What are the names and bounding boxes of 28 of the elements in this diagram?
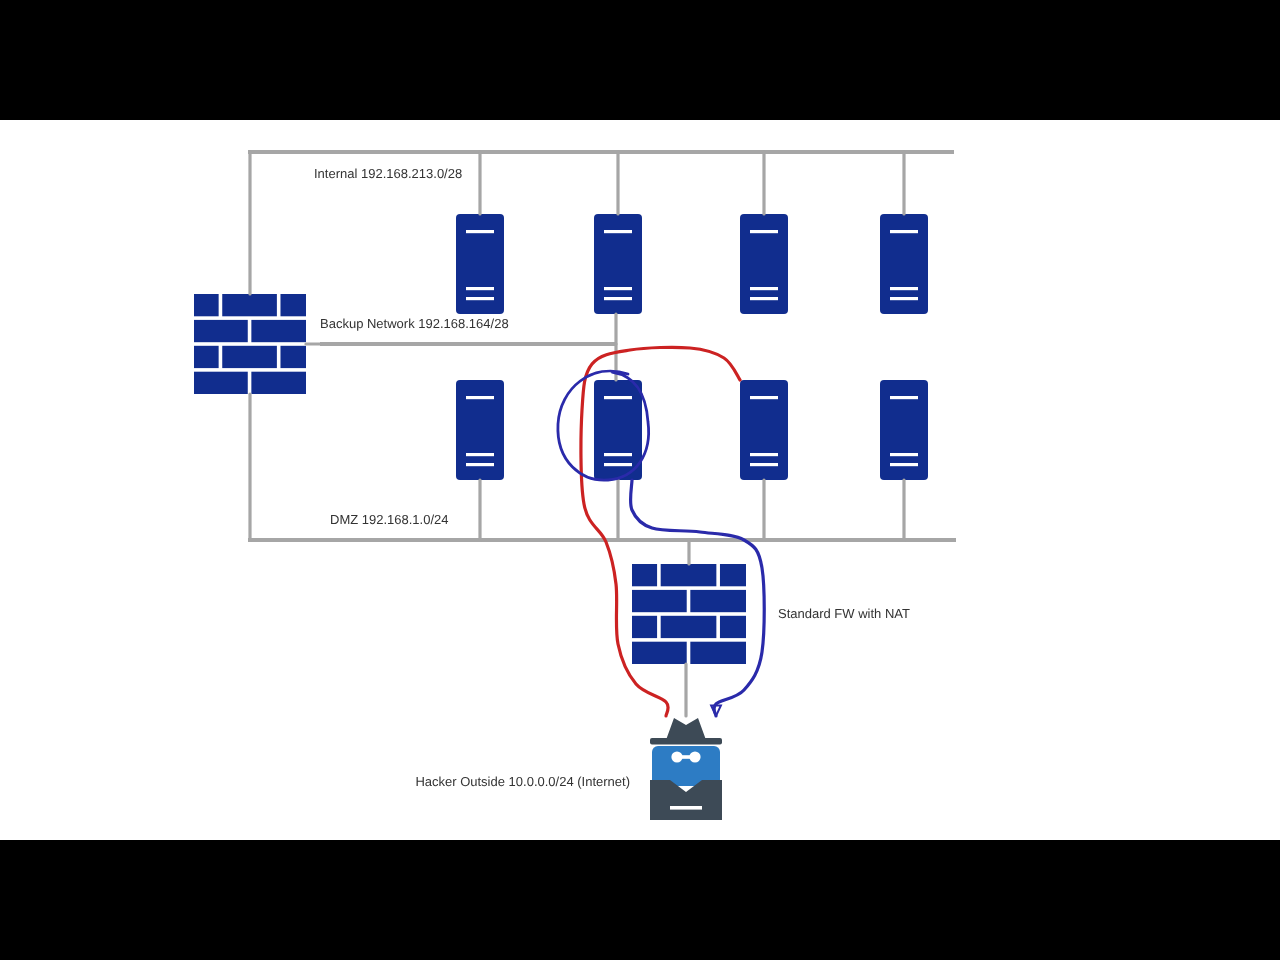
server-icon — [880, 214, 928, 314]
network-link — [304, 342, 322, 346]
firewall-icon — [194, 294, 306, 394]
server-icon — [740, 380, 788, 480]
spy-icon — [646, 716, 726, 820]
network-link — [902, 478, 906, 542]
network-link — [248, 150, 252, 296]
network-link — [616, 478, 620, 542]
network-link — [614, 312, 618, 346]
server-icon — [594, 380, 642, 480]
network-link — [902, 150, 906, 216]
network-link — [248, 392, 252, 542]
network-link — [684, 662, 688, 718]
server-icon — [594, 214, 642, 314]
firewall-icon — [632, 564, 746, 664]
server-icon — [740, 214, 788, 314]
hand-drawn-line — [579, 345, 742, 718]
network-link — [478, 478, 482, 542]
network-link — [687, 538, 691, 566]
network-link — [614, 342, 618, 382]
network-link — [478, 150, 482, 216]
network-link — [616, 150, 620, 216]
server-icon — [456, 214, 504, 314]
server-icon — [456, 380, 504, 480]
hand-drawn-arrow — [628, 478, 766, 718]
network-link — [762, 478, 766, 542]
server-icon — [880, 380, 928, 480]
network-link — [762, 150, 766, 216]
